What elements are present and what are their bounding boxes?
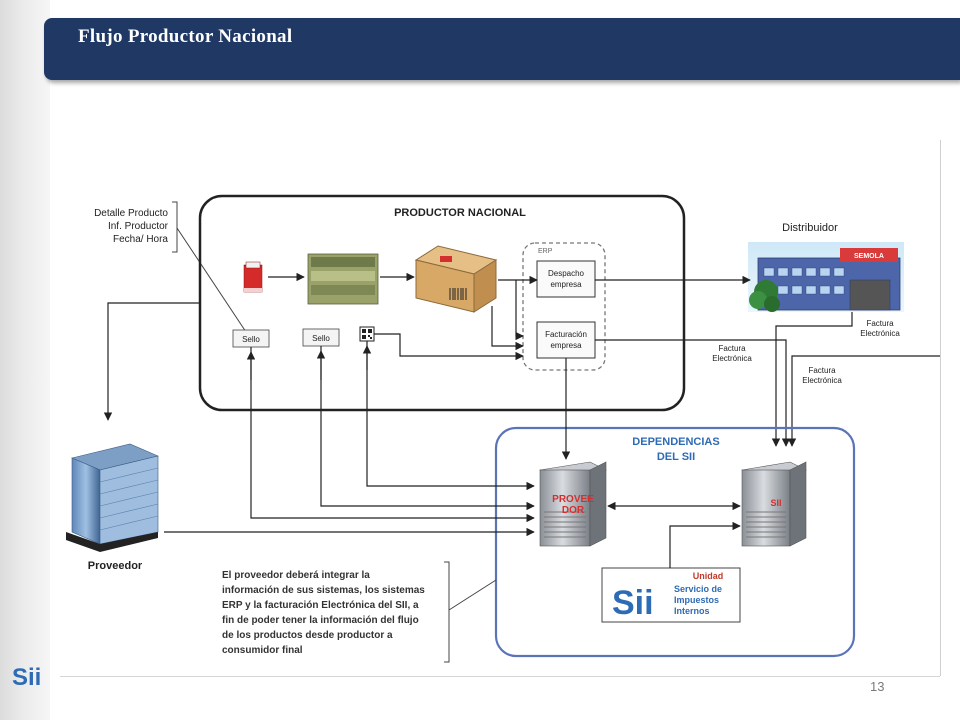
erp-label: ERP	[538, 248, 553, 255]
arrow-despacho-to-facturacion	[515, 280, 524, 341]
note-bracket	[444, 561, 450, 663]
arrow-consumer-to-sii	[787, 355, 940, 447]
info-label-fecha: Fecha/ Hora	[113, 234, 168, 245]
info-labels: Detalle Producto Inf. Productor Fecha/ H…	[94, 201, 178, 253]
arrow-productor-to-building	[103, 302, 200, 421]
sii-server-label: SII	[770, 498, 781, 508]
factura-dist-2: Electrónica	[860, 329, 900, 338]
distribuidor-label: Distribuidor	[782, 222, 838, 234]
dependencias-line1: DEPENDENCIAS	[632, 436, 719, 448]
store-sign: SEMOLA	[854, 253, 884, 260]
arrow-sello2-to-proveedor	[320, 346, 535, 511]
note-line-4: fin de poder tener la información del fl…	[222, 615, 419, 626]
note-line-3: ERP y la facturación Electrónica del SII…	[222, 600, 419, 611]
unidad-line2: Impuestos	[674, 595, 719, 605]
sii-logo-text: Sii	[12, 664, 41, 690]
page-title: Flujo Productor Nacional	[78, 26, 293, 47]
note-line-1: El proveedor deberá integrar la	[222, 570, 370, 581]
sii-server-icon	[741, 461, 807, 547]
factura-right-2: Electrónica	[802, 376, 842, 385]
factura-mid-2: Electrónica	[712, 354, 752, 363]
note-line-6: consumidor final	[222, 645, 303, 656]
proveedor-server-icon	[539, 461, 607, 547]
sello-label-1: Sello	[242, 335, 260, 344]
proveedor-label: Proveedor	[88, 560, 143, 572]
arrow-box-to-facturacion	[491, 306, 524, 351]
footer-divider	[60, 676, 940, 677]
note-line-5: de los productos desde productor a	[222, 630, 393, 641]
cardboard-box-icon	[414, 245, 498, 313]
unidad-box	[601, 567, 741, 623]
unidad-line1: Servicio de	[674, 584, 722, 594]
info-bracket	[172, 201, 178, 253]
dependencias-line2: DEL SII	[657, 451, 695, 463]
dependencias-box	[494, 426, 856, 658]
info-label-productor: Inf. Productor	[108, 221, 169, 232]
info-label-detalle: Detalle Producto	[94, 208, 168, 219]
qr-code-icon	[359, 326, 375, 342]
proveedor-server-label-1: PROVEE	[552, 494, 594, 505]
product-pack-icon	[243, 261, 263, 293]
despacho-line1: Despacho	[548, 269, 585, 278]
factura-right-1: Factura	[808, 366, 836, 375]
flow-diagram: Detalle Producto Inf. Productor Fecha/ H…	[66, 140, 941, 676]
distribuidor-store-icon: SEMOLA	[748, 242, 904, 312]
unidad-logo: Sii	[612, 584, 654, 622]
note-connector-line	[448, 579, 497, 611]
sello-label-2: Sello	[312, 334, 330, 343]
sii-logo-icon: Sii	[12, 664, 41, 690]
header-band	[44, 18, 960, 80]
arrow-unidad-to-sii	[669, 521, 741, 568]
note-line-2: información de sus sistemas, los sistema…	[222, 585, 425, 596]
arrow-distribuidor-to-sii	[771, 312, 853, 447]
productor-title: PRODUCTOR NACIONAL	[394, 207, 526, 219]
info-connector-line	[176, 227, 251, 339]
arrow-qr-to-proveedor	[366, 341, 535, 491]
note-text-block: El proveedor deberá integrar la informac…	[222, 561, 450, 663]
left-sidebar-band	[0, 0, 50, 720]
facturacion-box	[536, 321, 596, 359]
page-number: 13	[870, 679, 885, 694]
unidad-line3: Internos	[674, 606, 710, 616]
arrow-sello1-to-proveedor	[250, 347, 535, 523]
erp-box	[522, 242, 606, 371]
despacho-line2: empresa	[550, 280, 582, 289]
arrow-facturacion-to-sii	[595, 339, 791, 447]
facturacion-line1: Facturación	[545, 330, 587, 339]
factura-dist-1: Factura	[866, 319, 894, 328]
product-bundle-icon	[307, 253, 379, 305]
despacho-box	[536, 260, 596, 298]
unidad-top-label: Unidad	[693, 571, 724, 581]
arrow-qr-to-facturacion	[374, 333, 524, 361]
factura-mid-1: Factura	[718, 344, 746, 353]
facturacion-line2: empresa	[550, 341, 582, 350]
proveedor-server-label-2: DOR	[562, 505, 585, 516]
proveedor-building-icon	[66, 443, 159, 552]
